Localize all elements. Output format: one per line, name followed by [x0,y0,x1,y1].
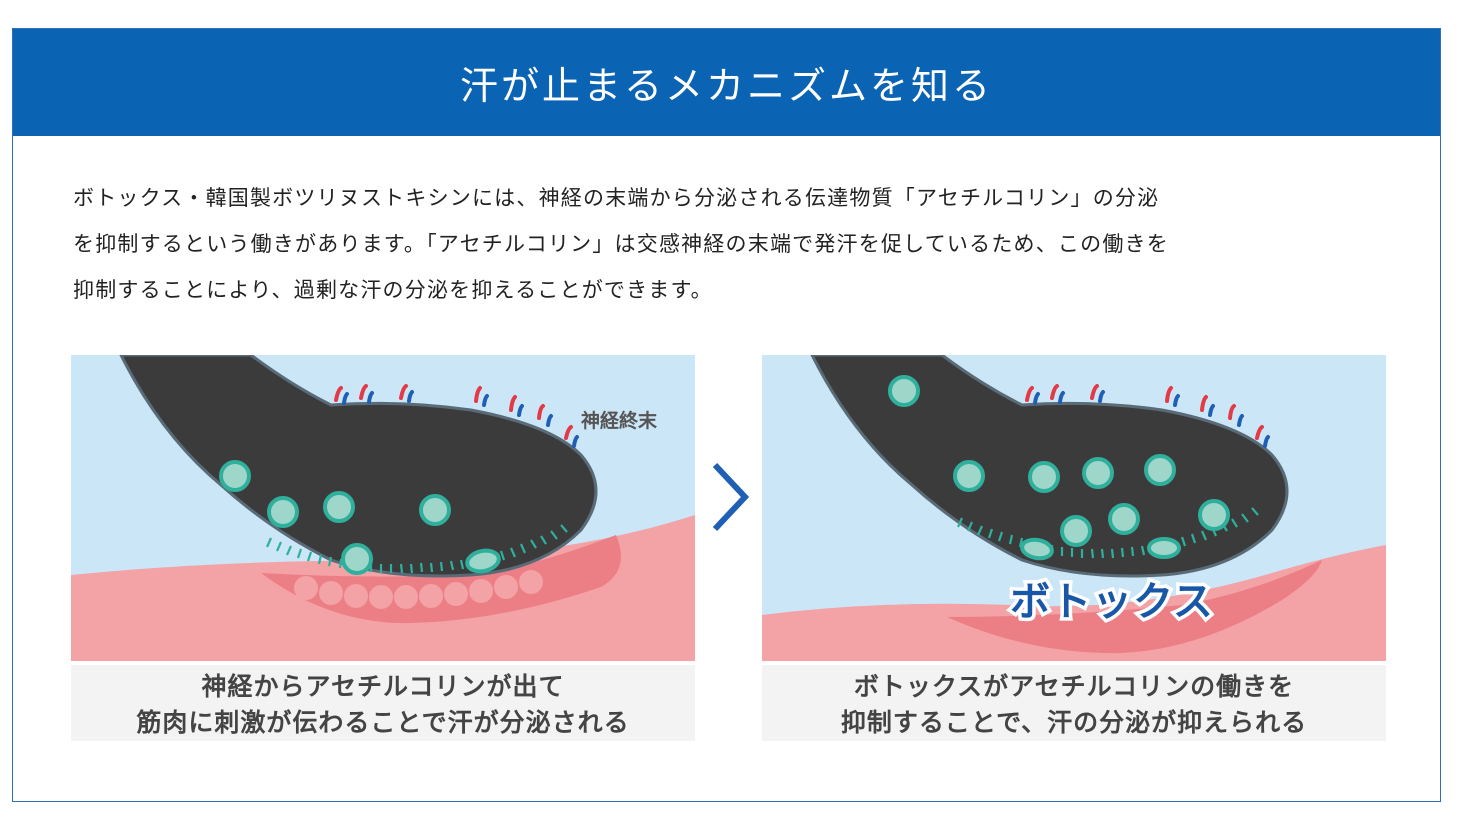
caption-line: 抑制することで、汗の分泌が抑えられる [840,708,1308,737]
botox-badge: ボトックス [1010,579,1214,625]
chevron-right-icon [712,462,750,532]
nerve-terminal-label: 神経終末 [581,409,658,432]
nerve-diagram-after: ボトックス [762,355,1386,661]
caption-line: 筋肉に刺激が伝わることで汗が分泌される [136,708,630,737]
ion-channels [1025,384,1270,448]
caption-line: 神経からアセチルコリンが出て [201,672,565,701]
diagram-after: ボトックス [762,355,1386,661]
diagram-before: 神経終末 [71,355,695,661]
caption-line: ボトックスがアセチルコリンの働きを [853,672,1295,701]
section-title: 汗が止まるメカニズムを知る [459,64,993,108]
nerve-terminal-shape [119,355,598,578]
acetylcholine-vesicles [888,375,1230,561]
caption-before: 神経からアセチルコリンが出て 筋肉に刺激が伝わることで汗が分泌される [71,665,695,741]
muscle [762,545,1386,661]
muscle-pit [947,560,1322,654]
description-line: ボトックス・韓国製ボツリヌストキシンには、神経の末端から分泌される伝達物質「アセ… [73,186,1160,210]
description-line: 抑制することにより、過剰な汗の分泌を抑えることができます。 [73,278,713,302]
section-header: 汗が止まるメカニズムを知る [13,29,1440,136]
muscle-bumps [294,570,543,609]
nerve-diagram-before: 神経終末 [71,355,695,661]
description-line: を抑制するという働きがあります。「アセチルコリン」は交感神経の末端で発汗を促して… [73,232,1169,256]
caption-after: ボトックスがアセチルコリンの働きを 抑制することで、汗の分泌が抑えられる [762,665,1386,741]
description: ボトックス・韓国製ボツリヌストキシンには、神経の末端から分泌される伝達物質「アセ… [73,175,1383,313]
nerve-terminal [119,355,598,578]
acetylcholine-vesicles [219,460,501,575]
mechanism-card: 汗が止まるメカニズムを知る ボトックス・韓国製ボツリヌストキシンには、神経の末端… [12,28,1441,802]
ion-channels [334,384,579,448]
